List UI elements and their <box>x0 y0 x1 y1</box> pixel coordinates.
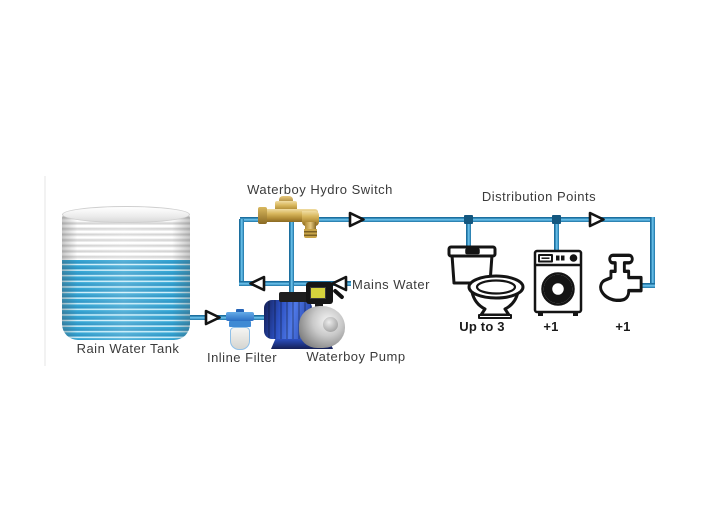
flow-arrow-right-icon <box>348 211 365 228</box>
washer-count-label: +1 <box>543 319 559 334</box>
valve-thread <box>304 229 317 238</box>
rain-water-tank-label: Rain Water Tank <box>76 341 180 356</box>
toilet-count-label: Up to 3 <box>459 319 505 334</box>
pipe-tee-joint <box>552 215 561 224</box>
filter-top-port <box>236 309 244 313</box>
waterboy-pump-graphic <box>263 279 347 353</box>
mains-water-pipe <box>239 281 351 286</box>
pipe-tee-joint <box>464 215 473 224</box>
tap-icon <box>599 253 643 302</box>
tap-count-label: +1 <box>615 319 631 334</box>
tank-water-level <box>62 260 190 340</box>
tank-shading <box>62 214 190 340</box>
flow-arrow-left-icon <box>249 275 266 292</box>
valve-cap <box>279 196 293 204</box>
distribution-pipe <box>240 217 655 222</box>
pump-head <box>299 306 345 348</box>
flow-arrow-left-icon <box>331 275 348 292</box>
tank-body <box>62 214 190 340</box>
filter-head <box>226 312 254 321</box>
pump-base <box>271 339 333 349</box>
image-edge-line <box>44 176 46 366</box>
inline-filter-label: Inline Filter <box>206 350 278 365</box>
washer-drop-pipe <box>554 220 559 252</box>
pump-controller <box>306 282 333 304</box>
valve-outlet <box>305 222 316 230</box>
tank-lid <box>62 206 190 223</box>
toilet-icon <box>447 245 525 319</box>
washing-machine-icon <box>533 249 583 316</box>
pump-head-cap <box>323 317 338 332</box>
toilet-drop-pipe <box>466 220 471 246</box>
controller-screen <box>310 287 326 299</box>
pump-to-valve-pipe <box>289 220 294 302</box>
mains-water-label: Mains Water <box>352 277 430 292</box>
flow-arrow-right-icon <box>588 211 605 228</box>
valve-left-nut <box>258 207 267 224</box>
filter-bowl <box>230 327 250 350</box>
inline-filter-graphic <box>226 309 254 351</box>
mains-riser-pipe <box>239 219 244 286</box>
distribution-points-label: Distribution Points <box>481 189 597 204</box>
filter-collar <box>229 321 251 327</box>
hydro-switch-valve-graphic <box>258 196 324 242</box>
waterboy-pump-label: Waterboy Pump <box>306 349 406 364</box>
tap-stub-pipe <box>638 283 655 288</box>
pump-terminal-box <box>279 292 309 302</box>
flow-arrow-right-icon <box>204 309 221 326</box>
filter-to-pump-pipe <box>250 315 276 320</box>
tap-drop-pipe <box>650 217 655 288</box>
hydro-switch-label: Waterboy Hydro Switch <box>247 182 393 197</box>
rain-water-tank-graphic <box>62 206 190 340</box>
